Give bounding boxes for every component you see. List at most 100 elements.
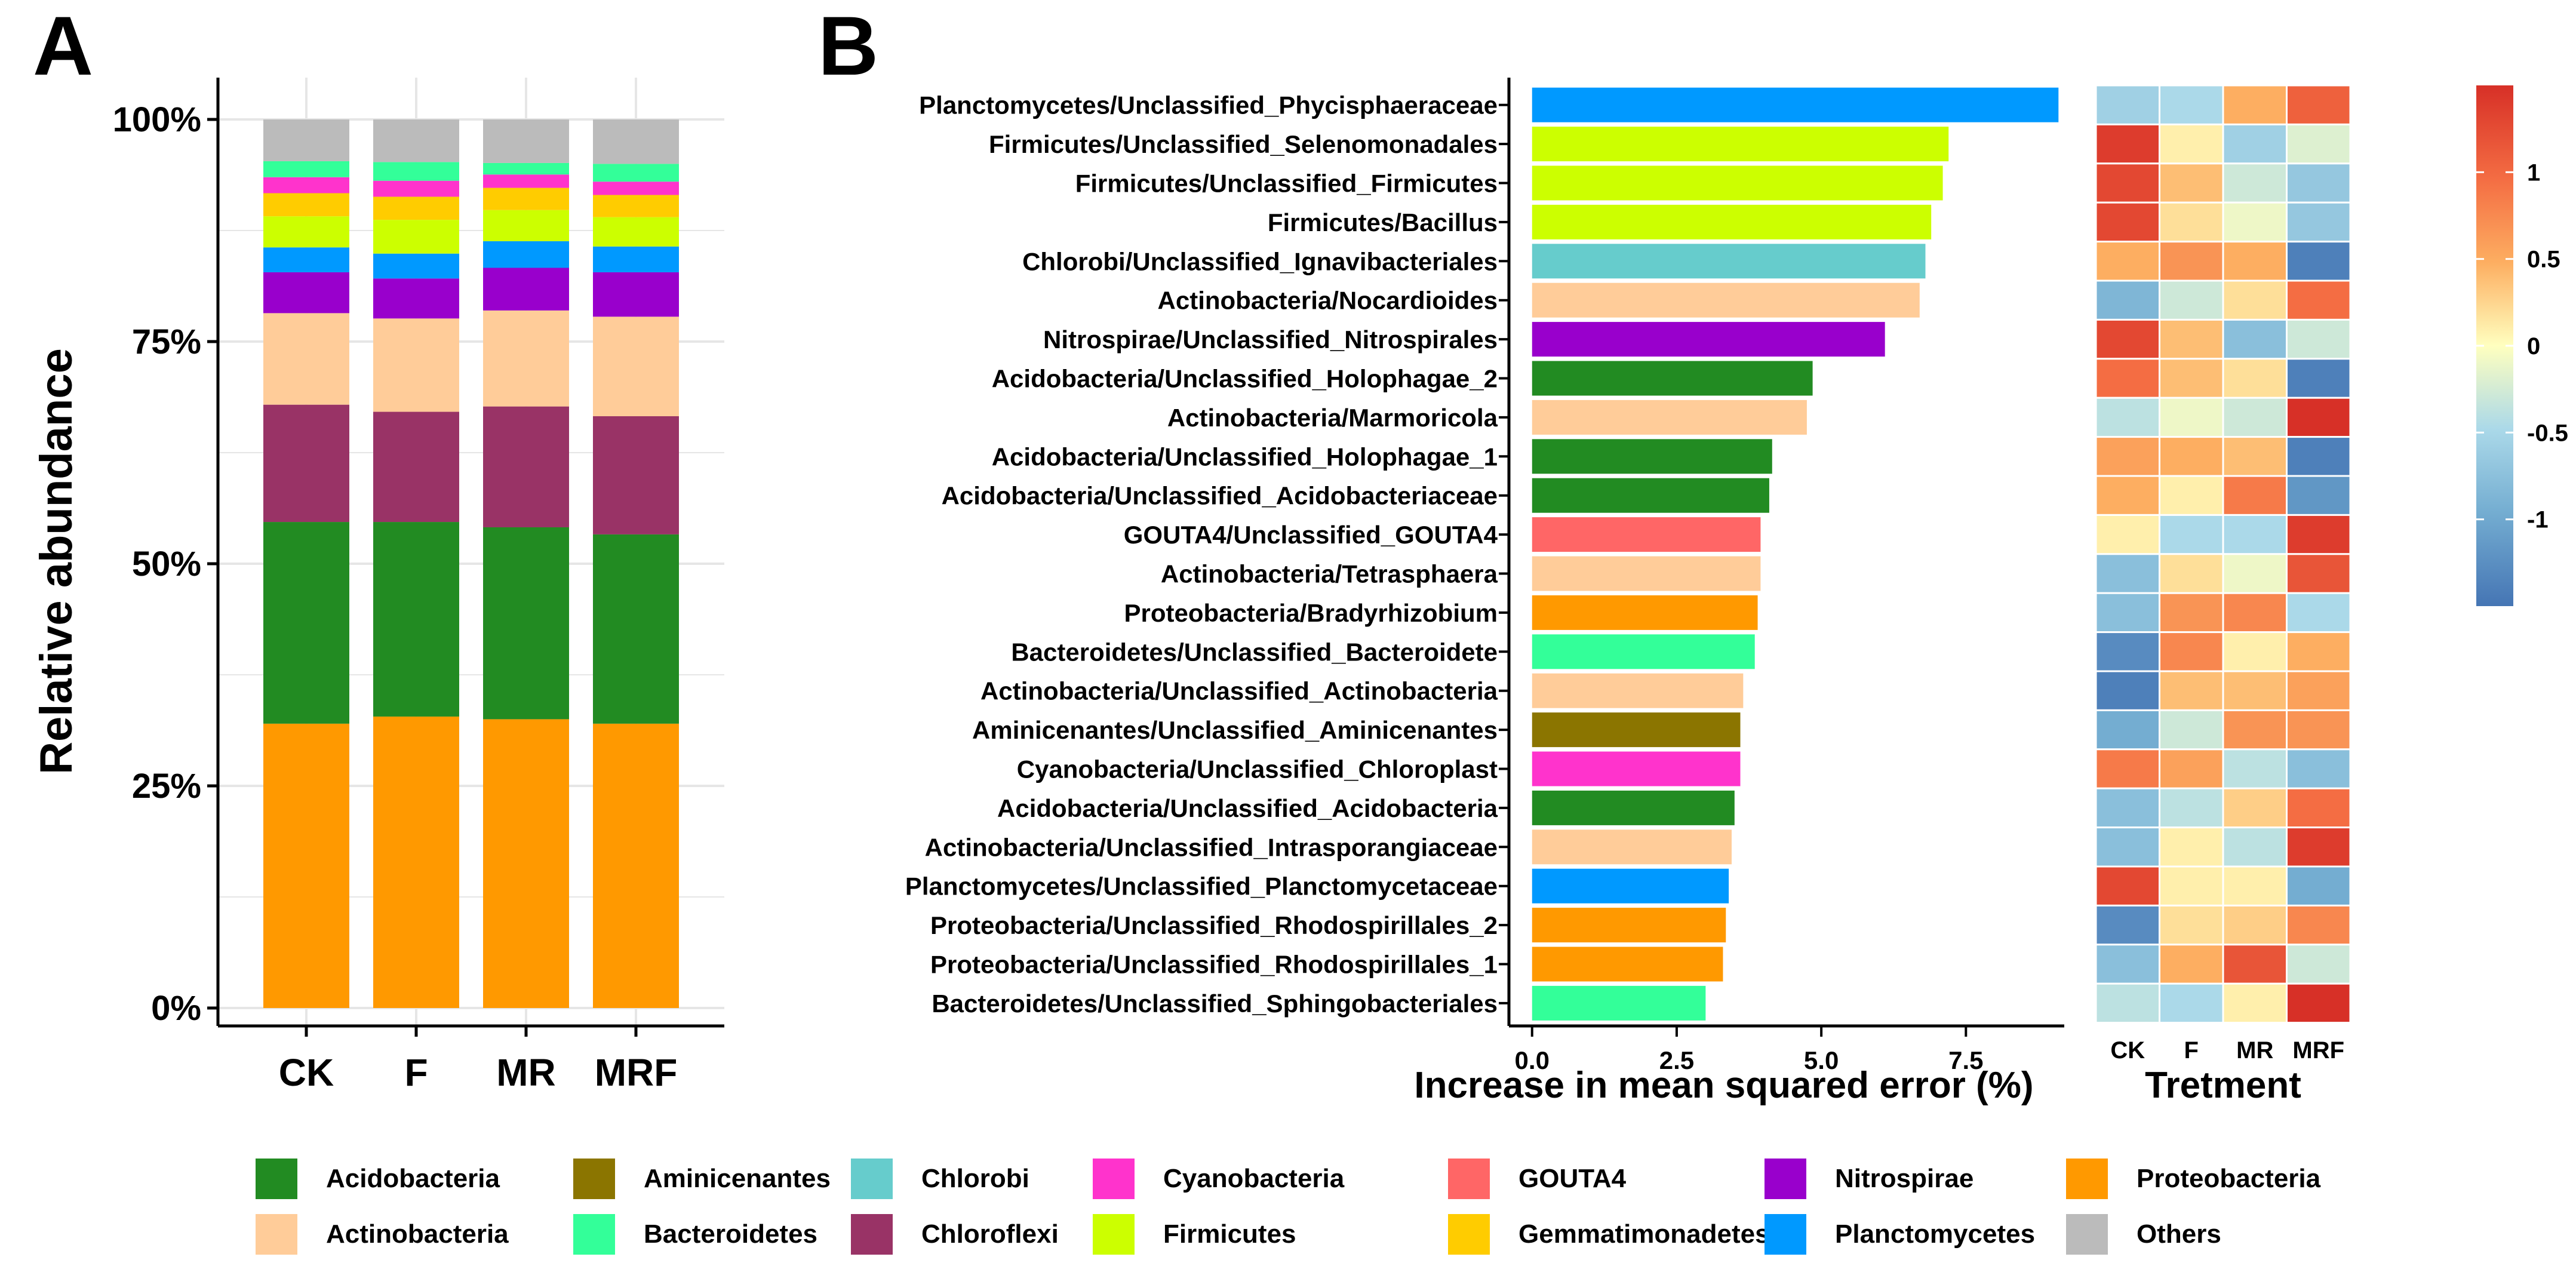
panel-b-x-tick-label: 0.0 bbox=[1515, 1046, 1550, 1074]
stacked-bar-segment-cyanobacteria-ck bbox=[263, 177, 349, 193]
heatmap-cell-r5-f bbox=[2159, 279, 2224, 321]
heatmap-cell-r12-mrf bbox=[2286, 553, 2351, 594]
panel-a-letter: A bbox=[33, 0, 93, 93]
panel-a-y-tick-label: 50% bbox=[132, 545, 201, 583]
stacked-bar-segment-nitrospirae-mrf bbox=[593, 272, 679, 317]
stacked-bar-segment-planctomycetes-ck bbox=[263, 247, 349, 272]
stacked-bar-segment-others-mrf bbox=[593, 119, 679, 164]
stacked-bar-segment-actinobacteria-mrf bbox=[593, 316, 679, 416]
heatmap-cell-r13-mrf bbox=[2286, 592, 2351, 634]
stacked-bar-segment-acidobacteria-ck bbox=[263, 522, 349, 724]
importance-bar-23 bbox=[1532, 985, 1706, 1021]
stacked-bar-segment-cyanobacteria-mr bbox=[483, 174, 569, 188]
heatmap-cell-r23-mr bbox=[2222, 982, 2288, 1024]
panel-b-row-label: Nitrospirae/Unclassified_Nitrospirales bbox=[1043, 325, 1498, 354]
importance-bar-21 bbox=[1532, 908, 1726, 943]
heatmap-cell-r13-ck bbox=[2095, 592, 2160, 634]
panel-b-x-axis-title: Increase in mean squared error (%) bbox=[1414, 1065, 2033, 1106]
importance-bar-12 bbox=[1532, 556, 1761, 591]
stacked-bar-segment-others-ck bbox=[263, 119, 349, 161]
stacked-bar-segment-gemmatimonadetes-mrf bbox=[593, 195, 679, 217]
heatmap-cell-r18-ck bbox=[2095, 787, 2160, 829]
legend-swatch-actinobacteria bbox=[256, 1214, 297, 1255]
importance-bar-4 bbox=[1532, 244, 1926, 279]
heatmap-cell-r21-ck bbox=[2095, 904, 2160, 946]
panel-b-row-label: Aminicenantes/Unclassified_Aminicenantes bbox=[972, 716, 1498, 744]
heatmap-cell-r11-f bbox=[2159, 514, 2224, 555]
panel-b-row-label: Acidobacteria/Unclassified_Holophagae_1 bbox=[992, 443, 1498, 471]
heatmap-cell-r13-f bbox=[2159, 592, 2224, 634]
heatmap-cell-r3-ck bbox=[2095, 201, 2160, 243]
heatmap-cell-r4-f bbox=[2159, 241, 2224, 282]
stacked-bar-segment-nitrospirae-mr bbox=[483, 268, 569, 311]
legend-swatch-nitrospirae bbox=[1765, 1159, 1806, 1199]
heatmap-cell-r1-mrf bbox=[2286, 123, 2351, 165]
importance-bar-2 bbox=[1532, 165, 1943, 201]
heatmap-cell-r2-f bbox=[2159, 162, 2224, 204]
heatmap-cell-r15-mr bbox=[2222, 670, 2288, 711]
heatmap-cell-r10-mr bbox=[2222, 475, 2288, 516]
heatmap-cell-r8-ck bbox=[2095, 397, 2160, 438]
stacked-bar-segment-gemmatimonadetes-ck bbox=[263, 193, 349, 217]
stacked-bar-segment-nitrospirae-ck bbox=[263, 272, 349, 314]
panel-b-row-label: GOUTA4/Unclassified_GOUTA4 bbox=[1124, 521, 1498, 549]
stacked-bar-segment-firmicutes-mrf bbox=[593, 217, 679, 247]
legend-swatch-gemmatimonadetes bbox=[1448, 1214, 1490, 1255]
importance-bar-0 bbox=[1532, 87, 2059, 122]
heatmap-cell-r23-mrf bbox=[2286, 982, 2351, 1024]
legend-swatch-cyanobacteria bbox=[1093, 1159, 1135, 1199]
colorbar-tick-label: 1 bbox=[2527, 159, 2540, 186]
importance-bar-3 bbox=[1532, 204, 1932, 239]
heatmap-cell-r21-f bbox=[2159, 904, 2224, 946]
heatmap-cell-r13-mr bbox=[2222, 592, 2288, 634]
heatmap-cell-r22-mrf bbox=[2286, 944, 2351, 985]
stacked-bar-segment-firmicutes-f bbox=[373, 220, 459, 254]
stacked-bar-segment-firmicutes-mr bbox=[483, 210, 569, 241]
importance-bar-5 bbox=[1532, 282, 1920, 318]
panel-a-x-tick-label-ck: CK bbox=[279, 1051, 334, 1094]
heatmap-cell-r9-mr bbox=[2222, 436, 2288, 477]
heatmap-cell-r16-mrf bbox=[2286, 709, 2351, 751]
heatmap-cell-r21-mrf bbox=[2286, 904, 2351, 946]
panel-b-row-label: Actinobacteria/Unclassified_Actinobacter… bbox=[980, 677, 1498, 705]
heatmap-cell-r0-f bbox=[2159, 84, 2224, 125]
heatmap-cell-r17-mr bbox=[2222, 748, 2288, 789]
heatmap-cell-r22-f bbox=[2159, 944, 2224, 985]
stacked-bar-segment-planctomycetes-mrf bbox=[593, 246, 679, 272]
importance-bar-1 bbox=[1532, 127, 1949, 162]
legend-swatch-others bbox=[2066, 1214, 2108, 1255]
legend-label-acidobacteria: Acidobacteria bbox=[326, 1164, 500, 1193]
heatmap-cell-r9-f bbox=[2159, 436, 2224, 477]
heatmap-cell-r12-ck bbox=[2095, 553, 2160, 594]
stacked-bar-segment-others-f bbox=[373, 119, 459, 162]
heatmap-cell-r20-f bbox=[2159, 865, 2224, 907]
stacked-bar-segment-acidobacteria-mrf bbox=[593, 534, 679, 724]
heatmap-cell-r12-f bbox=[2159, 553, 2224, 594]
legend-label-others: Others bbox=[2137, 1219, 2221, 1249]
legend-label-aminicenantes: Aminicenantes bbox=[644, 1164, 831, 1193]
panel-b-row-label: Actinobacteria/Tetrasphaera bbox=[1161, 560, 1498, 588]
heatmap-cell-r20-mrf bbox=[2286, 865, 2351, 907]
heatmap-cell-r20-ck bbox=[2095, 865, 2160, 907]
panel-b-row-label: Bacteroidetes/Unclassified_Bacteroidete bbox=[1011, 638, 1498, 666]
panel-b-row-label: Acidobacteria/Unclassified_Holophagae_2 bbox=[992, 365, 1498, 393]
heatmap-cell-r8-mrf bbox=[2286, 397, 2351, 438]
heatmap-cell-r16-ck bbox=[2095, 709, 2160, 751]
stacked-bar-segment-nitrospirae-f bbox=[373, 278, 459, 319]
heatmap-cell-r11-mrf bbox=[2286, 514, 2351, 555]
legend-label-chloroflexi: Chloroflexi bbox=[921, 1219, 1059, 1249]
panel-b-row-label: Proteobacteria/Unclassified_Rhodospirill… bbox=[930, 951, 1498, 979]
legend-label-cyanobacteria: Cyanobacteria bbox=[1163, 1164, 1345, 1193]
heatmap-cell-r19-mr bbox=[2222, 826, 2288, 868]
heatmap-x-axis-title: Tretment bbox=[2145, 1065, 2301, 1106]
panel-a-y-tick-label: 75% bbox=[132, 322, 201, 361]
heatmap-cell-r1-f bbox=[2159, 123, 2224, 165]
panel-a-y-tick-label: 100% bbox=[113, 100, 201, 139]
colorbar-tick-label: -1 bbox=[2527, 507, 2549, 533]
heatmap-cell-r18-mrf bbox=[2286, 787, 2351, 829]
heatmap-cell-r0-ck bbox=[2095, 84, 2160, 125]
heatmap-colorbar: 10.50-0.5-1 bbox=[2476, 85, 2568, 606]
legend-label-actinobacteria: Actinobacteria bbox=[326, 1219, 509, 1249]
heatmap-cell-r16-f bbox=[2159, 709, 2224, 751]
